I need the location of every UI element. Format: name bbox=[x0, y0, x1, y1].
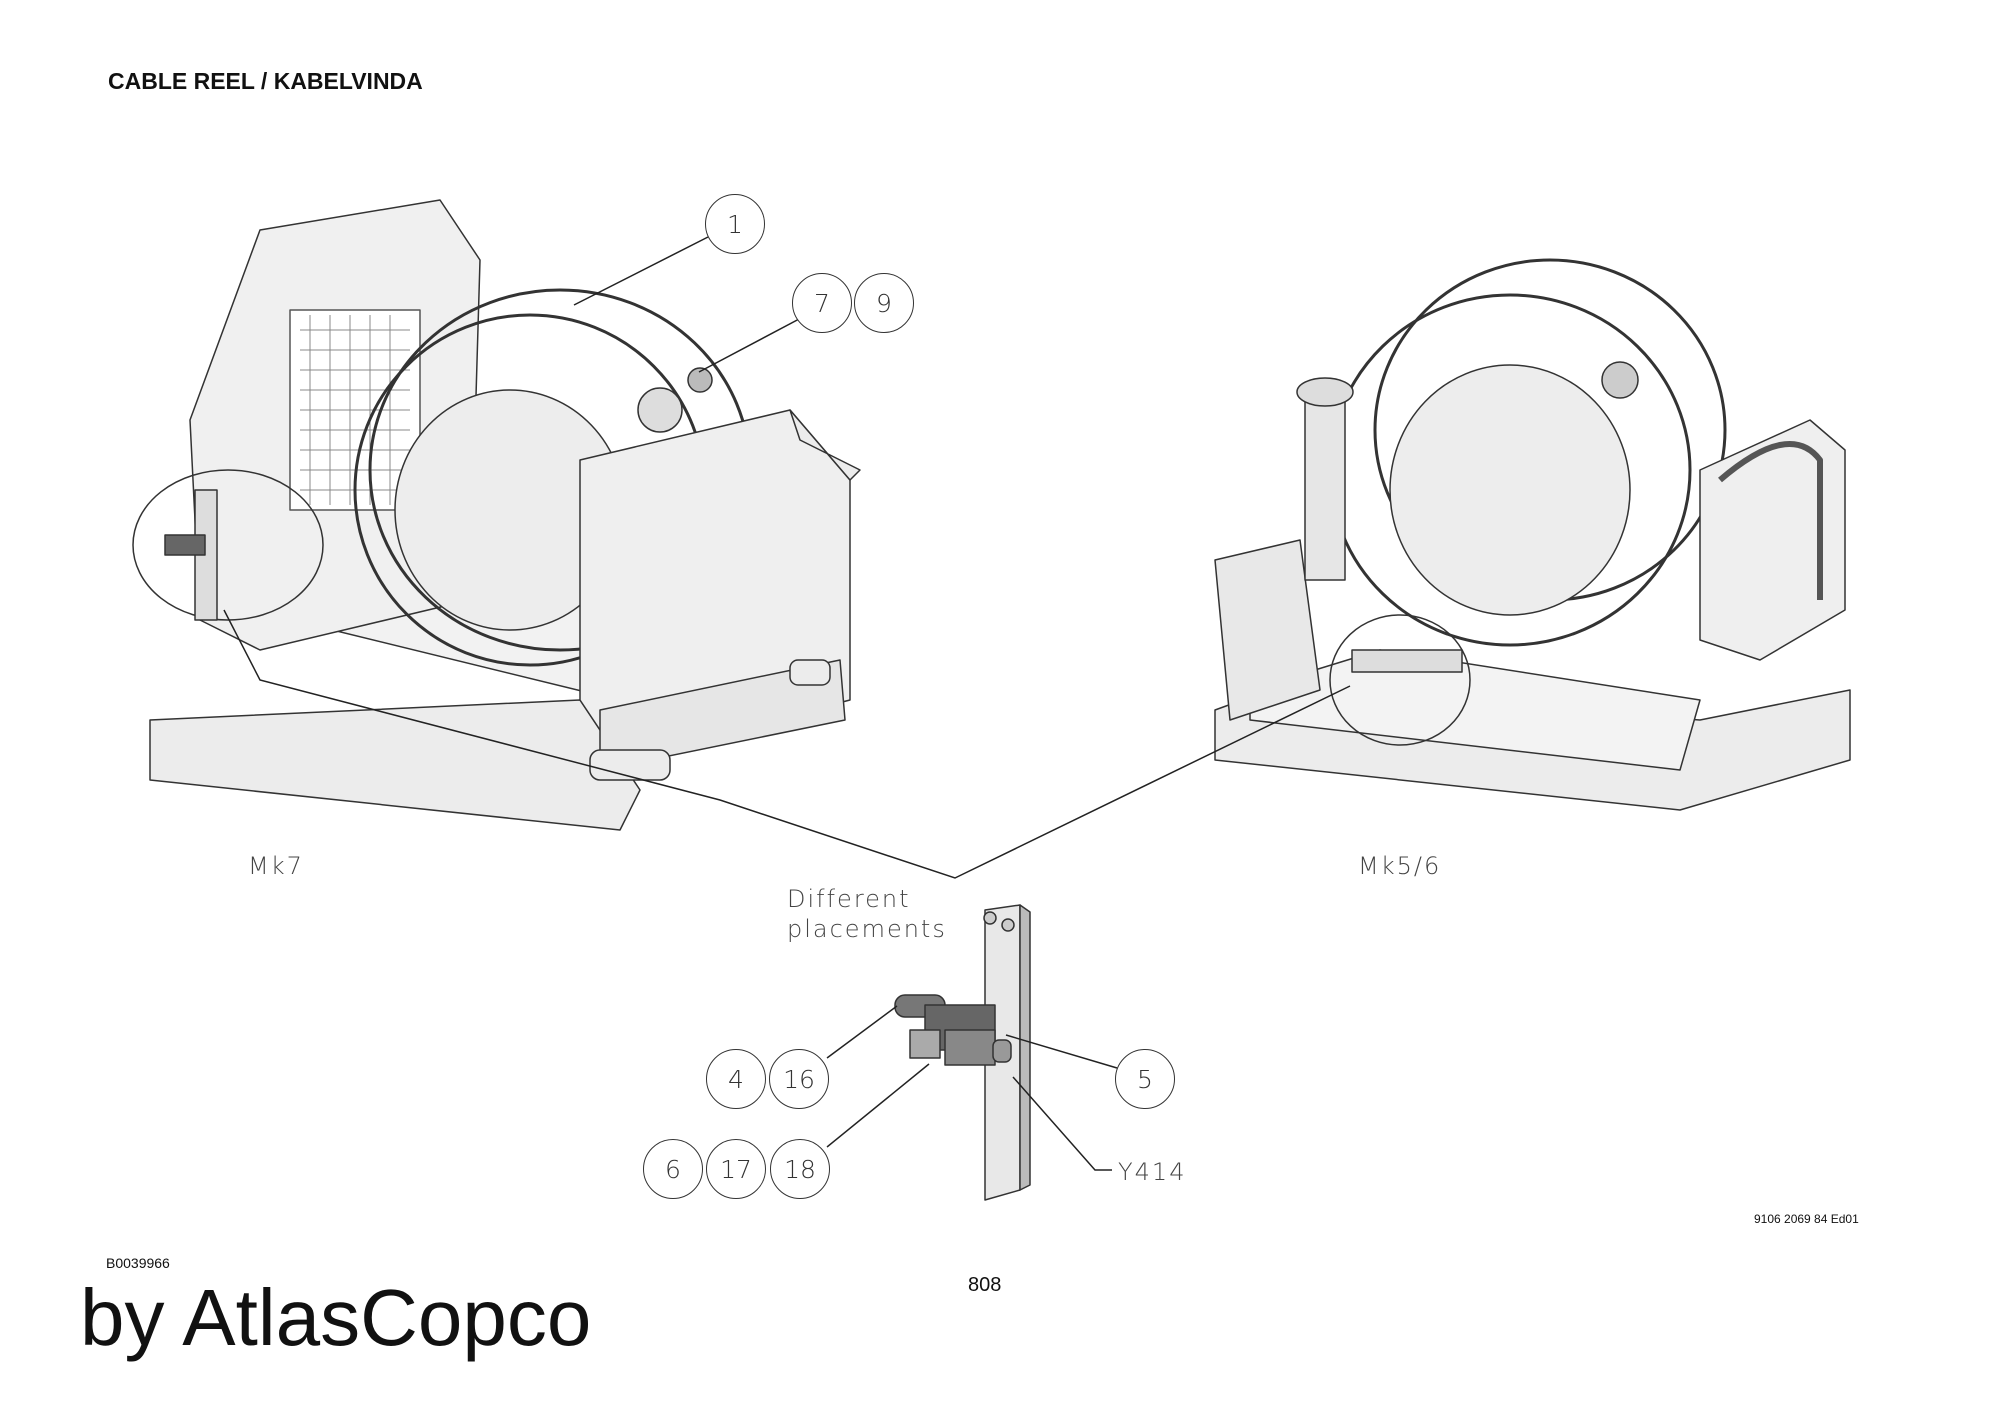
balloon-18: 18 bbox=[770, 1139, 830, 1199]
document-number: 9106 2069 84 Ed01 bbox=[1754, 1212, 1859, 1226]
balloon-7: 7 bbox=[792, 273, 852, 333]
balloon-6: 6 bbox=[643, 1139, 703, 1199]
balloon-17: 17 bbox=[706, 1139, 766, 1199]
view-label-mk7: Mk7 bbox=[248, 852, 304, 880]
placement-note-line1: Different bbox=[787, 885, 911, 913]
placement-note-line2: placements bbox=[787, 915, 947, 943]
leader-lines bbox=[223, 236, 1351, 1171]
brand-text: by AtlasCopco bbox=[80, 1273, 592, 1362]
view-label-mk56: Mk5/6 bbox=[1358, 852, 1442, 880]
cable-reel-mk56-drawing bbox=[1214, 258, 1851, 811]
placement-note: Different placements bbox=[787, 884, 947, 944]
balloon-1: 1 bbox=[705, 194, 765, 254]
balloon-9: 9 bbox=[854, 273, 914, 333]
balloon-4: 4 bbox=[706, 1049, 766, 1109]
valve-block-detail-drawing bbox=[894, 904, 1031, 1201]
page-title: CABLE REEL / KABELVINDA bbox=[108, 68, 423, 94]
cable-reel-mk7-drawing bbox=[132, 199, 861, 831]
page-number: 808 bbox=[968, 1274, 1002, 1296]
balloon-5: 5 bbox=[1115, 1049, 1175, 1109]
drawing-id: B0039966 bbox=[106, 1255, 170, 1271]
component-label-y414: Y414 bbox=[1118, 1158, 1187, 1186]
balloon-16: 16 bbox=[769, 1049, 829, 1109]
